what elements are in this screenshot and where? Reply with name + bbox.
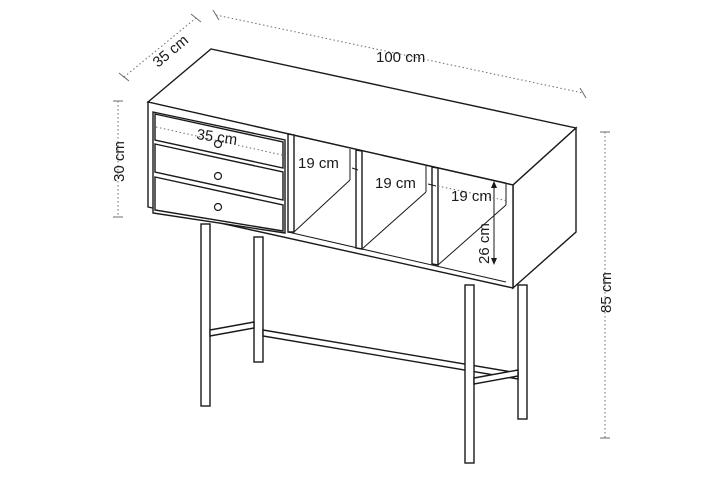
niche-height-label: 26 cm xyxy=(476,223,493,264)
total-height-dimension xyxy=(600,131,610,439)
cabinet-height-label: 30 cm xyxy=(111,141,128,182)
drawer-bottom-knob[interactable] xyxy=(213,202,223,212)
drawer-middle-knob[interactable] xyxy=(213,171,223,181)
depth-dimension xyxy=(118,13,202,82)
drawer-middle[interactable] xyxy=(154,143,284,201)
drawer-unit xyxy=(152,111,286,234)
back-legs xyxy=(253,236,528,420)
total-height-label: 85 cm xyxy=(598,272,615,313)
front-legs xyxy=(200,223,519,464)
drawer-top-knob[interactable] xyxy=(213,139,223,149)
niche-2-width-label: 19 cm xyxy=(375,175,416,192)
niche-1-width-label: 19 cm xyxy=(298,155,339,172)
width-dimension xyxy=(212,9,587,99)
niche-3-width-label: 19 cm xyxy=(451,188,492,205)
drawer-width-label: 35 cm xyxy=(195,126,238,149)
niches xyxy=(287,133,507,266)
width-label: 100 cm xyxy=(376,49,425,66)
cabinet-height-dimension xyxy=(113,100,123,218)
niche-arrows xyxy=(351,167,509,265)
